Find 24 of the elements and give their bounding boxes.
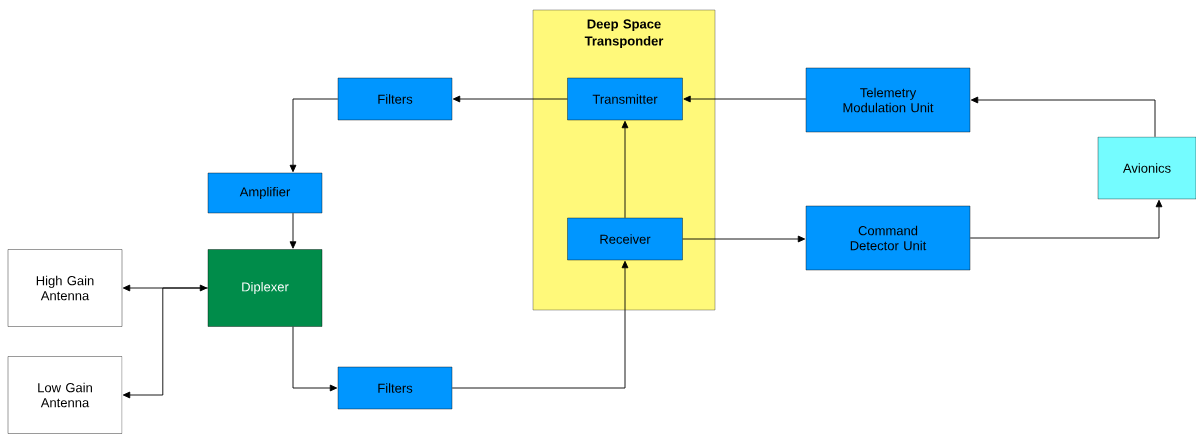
arrow xyxy=(122,284,208,292)
process-box: Avionics xyxy=(1097,136,1196,200)
arrow xyxy=(122,287,209,399)
antenna-box: High Gain Antenna xyxy=(7,249,123,327)
diplexer-box: Diplexer xyxy=(207,249,323,327)
arrow xyxy=(682,235,806,243)
process-box: Filters xyxy=(337,366,453,410)
arrow xyxy=(451,260,629,389)
arrow xyxy=(683,95,807,103)
process-box: Transmitter xyxy=(567,77,683,121)
process-box: Amplifier xyxy=(207,172,323,214)
process-box: Command Detector Unit xyxy=(805,205,971,271)
arrow xyxy=(292,326,338,392)
arrow xyxy=(289,98,339,173)
process-box: Receiver xyxy=(567,217,683,261)
arrow xyxy=(969,199,1163,239)
antenna-box: Low Gain Antenna xyxy=(7,356,123,434)
arrow xyxy=(289,212,297,249)
arrow xyxy=(452,95,568,103)
process-box: Filters xyxy=(337,77,453,121)
arrow xyxy=(621,120,629,219)
arrow xyxy=(970,96,1156,138)
box-heading: Deep Space Transponder xyxy=(584,19,664,49)
process-box: Telemetry Modulation Unit xyxy=(805,67,971,133)
